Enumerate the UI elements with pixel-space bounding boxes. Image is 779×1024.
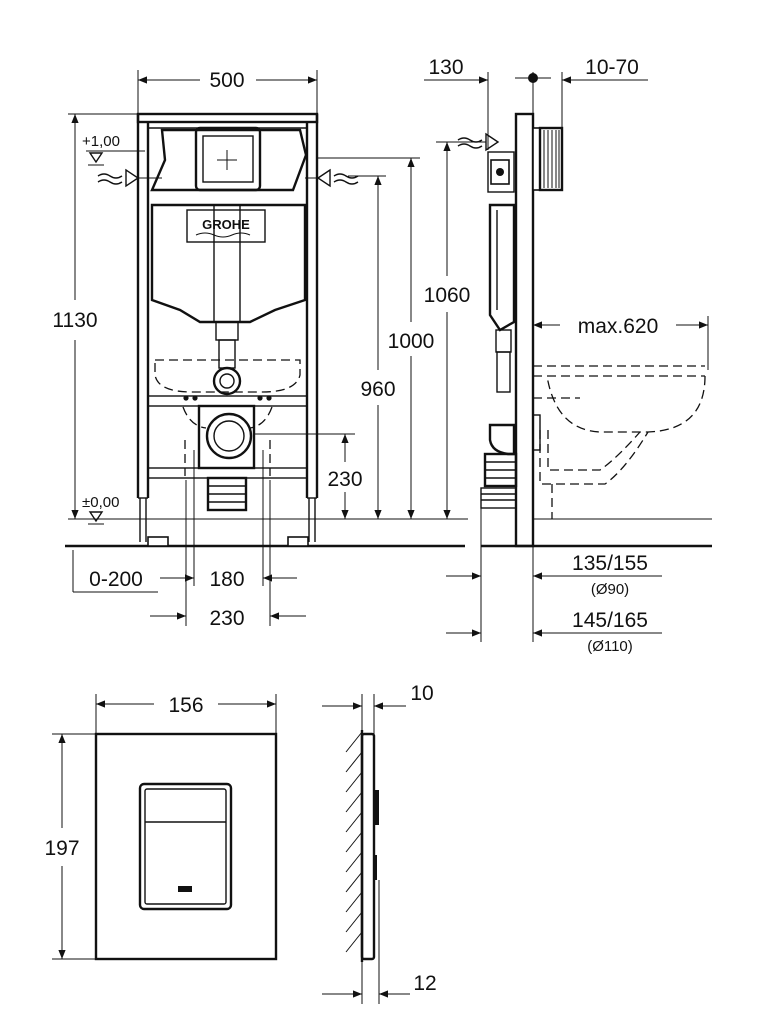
outlet-elbow xyxy=(197,404,256,512)
wc-side-dashed xyxy=(533,365,706,519)
pipe-d90-label: (Ø90) xyxy=(591,581,629,598)
plate-depth-bottom-label: 12 xyxy=(413,972,436,995)
side-frame xyxy=(514,112,535,548)
water-inlet-right xyxy=(305,168,359,188)
wall-hatch xyxy=(345,731,363,953)
plate-side-profile xyxy=(360,732,376,961)
dim-10-70: 10-70 xyxy=(515,56,648,128)
flush-plate-logo-mark xyxy=(178,886,192,892)
dim-135-155: 135/155 (Ø90) xyxy=(446,508,662,642)
pipe-135-155-label: 135/155 xyxy=(572,552,648,575)
side-10-70-label: 10-70 xyxy=(585,56,639,79)
frame-width-label: 500 xyxy=(209,69,244,92)
frame xyxy=(136,112,319,547)
dim-130: 130 xyxy=(424,56,489,150)
height-960-label: 960 xyxy=(360,378,395,401)
dim-bottom-180: 0-200 180 xyxy=(72,450,297,593)
height-1000-label: 1000 xyxy=(388,330,435,353)
flush-button-frame xyxy=(138,782,233,911)
pipe-d110-label: (Ø110) xyxy=(587,638,633,655)
side-view: 130 10-70 1060 max.620 xyxy=(424,56,712,655)
max-620-label: max.620 xyxy=(578,315,659,338)
flush-plate-front: 156 197 xyxy=(44,694,278,961)
dim-145-165: 145/165 (Ø110) xyxy=(446,609,662,655)
side-cistern xyxy=(480,151,541,509)
level-floor-label: ±0,00 xyxy=(82,494,119,511)
side-flush-actuator xyxy=(538,126,564,192)
wc-bowl-front-dashed xyxy=(154,359,301,393)
front-view: GROHE xyxy=(52,69,468,630)
level-marker-top: +1,00 xyxy=(68,113,145,166)
plate-width-label: 156 xyxy=(168,694,203,717)
level-marker-floor: ±0,00 xyxy=(68,494,468,525)
flush-plate-side: 10 12 xyxy=(322,682,437,1004)
height-1060-label: 1060 xyxy=(424,284,471,307)
level-top-label: +1,00 xyxy=(82,133,120,150)
side-130-label: 130 xyxy=(428,56,463,79)
dim-bottom-230: 230 xyxy=(150,480,306,630)
outlet-height-label: 230 xyxy=(327,468,362,491)
width-230-label: 230 xyxy=(209,607,244,630)
mounting-bolts xyxy=(183,395,272,401)
dim-1060: 1060 xyxy=(424,141,486,519)
plate-height-label: 197 xyxy=(44,837,79,860)
offset-0-200-label: 0-200 xyxy=(89,568,143,591)
grohe-logo: GROHE xyxy=(202,217,250,232)
dim-230-outlet: 230 xyxy=(255,433,363,519)
dim-1130: 1130 xyxy=(52,114,98,519)
dim-1000: 1000 xyxy=(318,157,435,519)
pipe-145-165-label: 145/165 xyxy=(572,609,648,632)
width-180-label: 180 xyxy=(209,568,244,591)
flush-plate xyxy=(94,732,278,961)
dim-max-620: max.620 xyxy=(533,315,709,370)
plate-depth-top-label: 10 xyxy=(410,682,433,705)
dim-500: 500 xyxy=(137,69,318,114)
frame-height-label: 1130 xyxy=(52,309,97,332)
dim-960: 960 xyxy=(348,175,396,519)
water-inlet-left xyxy=(97,168,162,188)
cistern: GROHE xyxy=(150,126,308,396)
